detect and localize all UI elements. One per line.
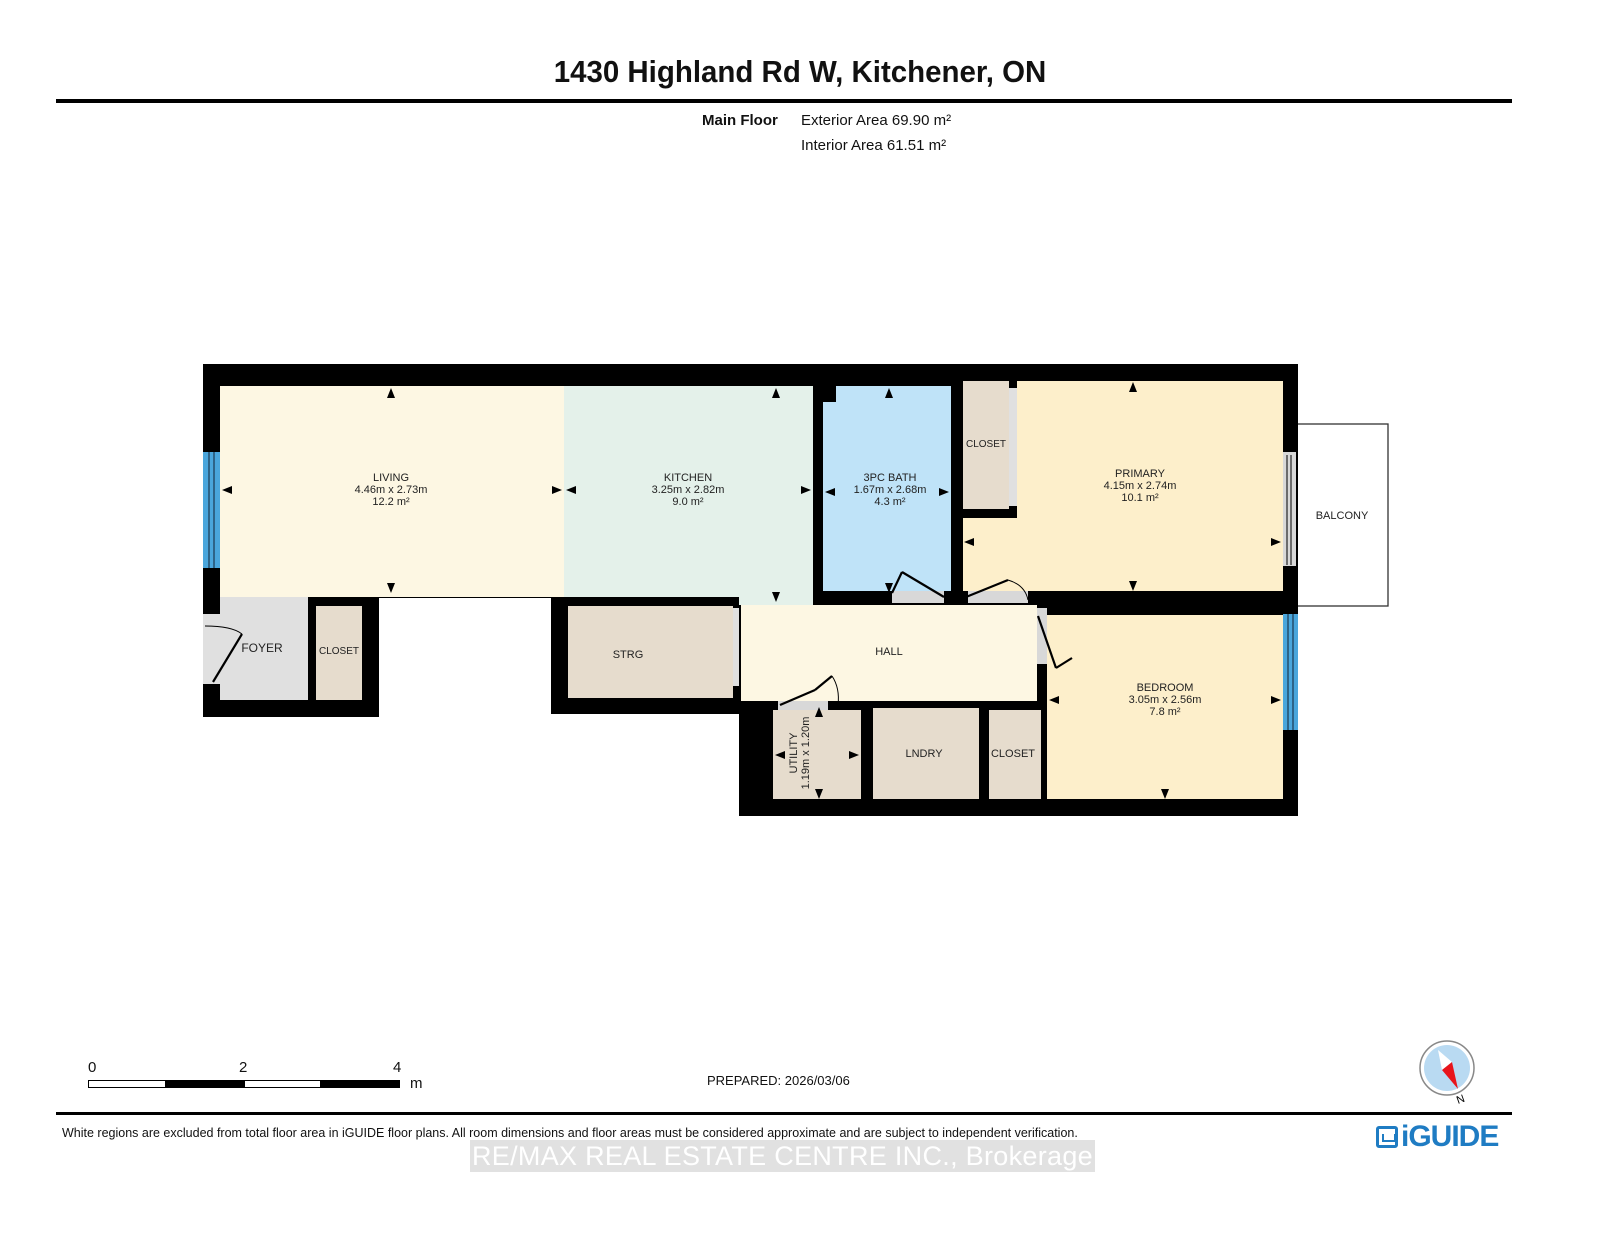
exterior-area: Exterior Area 69.90 m² [801, 112, 952, 129]
dimension-arrows [222, 382, 1281, 799]
room-balcony: BALCONY [1316, 510, 1369, 522]
interior-area: Interior Area 61.51 m² [801, 137, 947, 154]
room-area: 4.3 m² [874, 496, 906, 508]
room-strg: STRG [613, 649, 644, 661]
room-name: KITCHEN [663, 472, 713, 484]
room-foyer: FOYER [241, 642, 282, 654]
room-name: CLOSET [318, 646, 360, 657]
compass-icon: N [1418, 1040, 1482, 1115]
windows [203, 452, 1298, 730]
room-bedroom: BEDROOM 3.05m x 2.56m 7.8 m² [1129, 682, 1202, 718]
room-name: LIVING [372, 472, 410, 484]
room-primary-closet: CLOSET [966, 439, 1006, 451]
room-name: STRG [612, 649, 644, 661]
brokerage-watermark: RE/MAX REAL ESTATE CENTRE INC., Brokerag… [470, 1140, 1095, 1172]
room-name: 3PC BATH [863, 472, 917, 484]
room-name: HALL [875, 646, 903, 658]
room-name: LNDRY [905, 748, 943, 760]
iguide-logo: iGUIDE [1376, 1120, 1499, 1154]
scale-unit: m [410, 1075, 423, 1092]
room-utility: UTILITY 1.19m x 1.20m [788, 717, 812, 790]
footer-divider [56, 1112, 1512, 1115]
room-bedroom-closet: CLOSET [991, 748, 1035, 760]
room-dimensions: 4.46m x 2.73m [354, 484, 428, 496]
room-dimensions: 4.15m x 2.74m [1103, 480, 1177, 492]
room-dimensions: 1.67m x 2.68m [853, 484, 927, 496]
balcony-outline [1296, 423, 1389, 607]
room-hall: HALL [875, 646, 903, 658]
plan-title: 1430 Highland Rd W, Kitchener, ON [553, 54, 1047, 89]
room-area: 12.2 m² [372, 496, 410, 508]
compass-north-label: N [1455, 1093, 1467, 1107]
room-dimensions: 3.05m x 2.56m [1128, 694, 1202, 706]
room-name: CLOSET [965, 439, 1007, 450]
room-bath: 3PC BATH 1.67m x 2.68m 4.3 m² [854, 472, 927, 508]
room-primary: PRIMARY 4.15m x 2.74m 10.1 m² [1104, 468, 1177, 504]
room-name: CLOSET [990, 748, 1036, 760]
header-divider [56, 99, 1512, 103]
room-name: UTILITY [788, 732, 800, 774]
room-kitchen: KITCHEN 3.25m x 2.82m 9.0 m² [652, 472, 725, 508]
scale-tick-0: 0 [88, 1059, 97, 1076]
room-lndry: LNDRY [905, 748, 942, 760]
room-area: 9.0 m² [672, 496, 704, 508]
iguide-logo-icon [1376, 1126, 1398, 1148]
room-name: BALCONY [1315, 510, 1369, 522]
room-fills [203, 381, 1296, 799]
prepared-date: PREPARED: 2026/03/06 [707, 1073, 850, 1088]
floor-name: Main Floor [702, 112, 778, 129]
room-dimensions: 1.19m x 1.20m [800, 716, 812, 790]
room-name: BEDROOM [1136, 682, 1194, 694]
room-dimensions: 3.25m x 2.82m [651, 484, 725, 496]
room-name: FOYER [241, 641, 283, 655]
room-area: 10.1 m² [1121, 492, 1159, 504]
room-name: PRIMARY [1115, 468, 1165, 480]
scale-tick-4: 4 [393, 1059, 402, 1076]
iguide-logo-text: iGUIDE [1401, 1120, 1499, 1153]
scale-tick-2: 2 [239, 1059, 248, 1076]
doors [204, 455, 1292, 707]
room-living: LIVING 4.46m x 2.73m 12.2 m² [355, 472, 428, 508]
room-foyer-closet: CLOSET [319, 646, 359, 658]
disclaimer-text: White regions are excluded from total fl… [62, 1126, 1078, 1140]
room-area: 7.8 m² [1149, 706, 1181, 718]
scale-bar-graphic [88, 1080, 400, 1088]
